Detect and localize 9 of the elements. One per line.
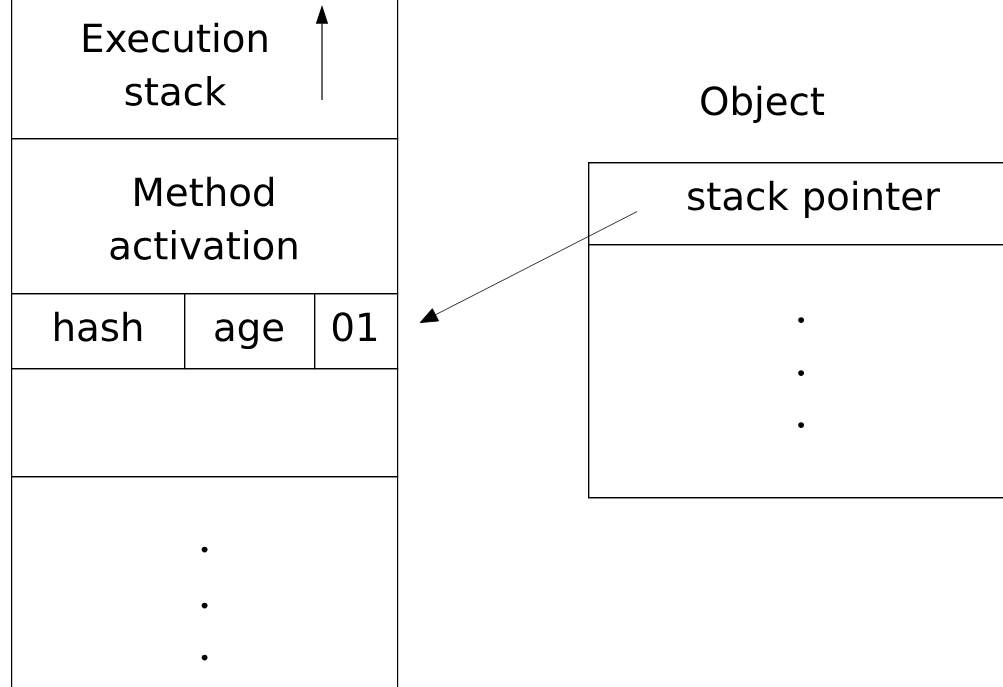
table-cell: hash [11,293,186,370]
table-cell: 01 [314,293,399,370]
stack-frame: Method activation [11,138,399,295]
table-cell: age [184,293,316,370]
node-label: Object [701,85,825,124]
stack-frame [11,368,399,478]
stack-frame: Execution stack [11,0,399,140]
arrow [419,211,638,323]
table-cell: stack pointer [588,162,1003,246]
